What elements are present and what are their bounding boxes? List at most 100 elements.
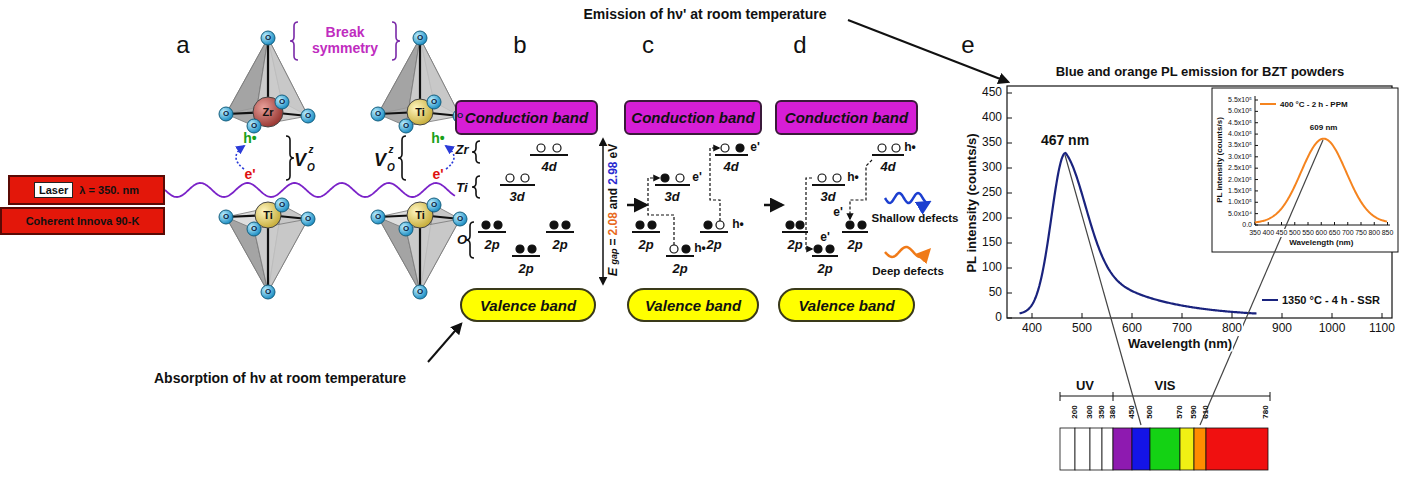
oxygen-atom — [219, 107, 233, 121]
tick-mark — [1281, 222, 1282, 225]
band-box: Conduction band — [775, 100, 918, 135]
electron — [482, 221, 490, 229]
spectrum-band — [1060, 428, 1075, 470]
atom-label: O — [305, 214, 311, 223]
octahedron-face — [254, 38, 308, 126]
oxygen-atom — [427, 198, 441, 212]
tick-label: 0 — [995, 311, 1002, 325]
emission-wave — [885, 247, 929, 257]
octahedron-face — [406, 38, 460, 126]
tick-label: 150 — [982, 236, 1002, 250]
atom-label: O — [403, 121, 409, 130]
spectrum-band — [1113, 428, 1132, 470]
spectrum-band — [1194, 428, 1206, 470]
region-label: UV — [1076, 379, 1094, 394]
tick-mark — [1387, 222, 1388, 225]
node-text: λ = 350. nm — [79, 184, 139, 196]
energy-level — [812, 255, 838, 257]
oxygen-atom — [247, 222, 261, 236]
legend-text: 1350 °C - 4 h - SSR — [1282, 294, 1380, 306]
element-label: Zr — [456, 143, 469, 158]
tick-label: 200 — [982, 211, 1002, 225]
hole — [537, 144, 545, 152]
tick-mark — [1232, 313, 1233, 318]
vacancy-label: V — [374, 150, 386, 171]
tick-mark — [1255, 122, 1258, 123]
band-box: Conduction band — [455, 100, 598, 135]
axis-title: PL intensity (counts/s) — [965, 133, 980, 272]
element-label: O — [457, 233, 467, 248]
carrier-label: h• — [243, 130, 256, 146]
tick-mark — [1007, 168, 1012, 169]
tick-label: 350 — [1248, 229, 1262, 237]
tick-mark — [1321, 222, 1322, 225]
oxygen-atom — [413, 285, 427, 299]
electron — [636, 221, 644, 229]
oxygen-atom — [275, 95, 289, 109]
tick-label: 100 — [982, 261, 1002, 275]
orbital-label: 2p — [518, 262, 533, 277]
pl-curve — [1255, 139, 1387, 223]
tick-mark — [1182, 313, 1183, 318]
vacancy-label: z — [309, 144, 314, 156]
tick-label: 380 — [1108, 405, 1117, 418]
band-box: Valence band — [778, 288, 915, 322]
gap-label: E — [606, 268, 621, 277]
electron — [786, 221, 794, 229]
tick-mark — [1255, 202, 1258, 203]
hole — [721, 144, 729, 152]
carrier-label: h• — [904, 141, 916, 155]
callout-arrow — [848, 20, 1008, 82]
tick-mark — [1294, 222, 1295, 225]
orbital-label: 2p — [706, 238, 721, 253]
vacancy-label: O — [387, 162, 395, 174]
oxygen-atom — [453, 212, 467, 226]
emission-wave — [885, 193, 929, 203]
carrier-label: e' — [432, 166, 443, 182]
tick-mark — [1007, 118, 1012, 119]
carrier-label: h• — [847, 171, 859, 185]
atom-label: O — [417, 287, 423, 296]
tick-mark — [1082, 313, 1083, 318]
axis-title: Wavelength (nm) — [1289, 238, 1353, 247]
electron — [704, 221, 712, 229]
panel-letter: e — [961, 31, 974, 59]
orbital-label: 4d — [880, 160, 895, 175]
polyhedra — [219, 31, 467, 299]
tick-label: 400 — [982, 111, 1002, 125]
hole — [553, 144, 561, 152]
electron — [550, 221, 558, 229]
node-text: Laser — [34, 182, 73, 198]
tick-label: 300 — [1085, 405, 1094, 418]
carrier-label: e' — [750, 141, 760, 155]
step-arrow — [627, 204, 646, 207]
oxygen-atom — [371, 107, 385, 121]
tick-label: 450 — [982, 86, 1002, 100]
oxygen-atom — [371, 210, 385, 224]
tick-label: 550 — [1301, 229, 1315, 237]
tick-mark — [1382, 313, 1383, 318]
tick-label: 400 — [1261, 229, 1275, 237]
tick-label: 570 — [1175, 405, 1184, 418]
band-box: Valence band — [460, 288, 596, 322]
tick-label: 5.5x10⁵ — [1228, 96, 1252, 104]
hole — [716, 221, 724, 229]
energy-level — [632, 231, 660, 233]
tick-mark — [1007, 143, 1012, 144]
oxygen-atom — [413, 31, 427, 45]
electron — [814, 245, 822, 253]
energy-level — [655, 184, 690, 186]
tick-label: 850 — [1381, 229, 1395, 237]
spectrum-band — [1075, 428, 1090, 470]
tick-label: 1.0x10⁵ — [1228, 198, 1252, 206]
tick-mark — [1007, 293, 1012, 294]
node-text: Valence band — [480, 297, 576, 314]
oxygen-atom — [219, 210, 233, 224]
octahedron-face — [254, 219, 308, 292]
tick-label: 650 — [1328, 229, 1342, 237]
tick-label: 250 — [982, 186, 1002, 200]
atom-label: O — [375, 109, 381, 118]
tick-mark — [1132, 313, 1133, 318]
spectrum-band — [1150, 428, 1180, 470]
gap-label: = — [607, 239, 621, 246]
